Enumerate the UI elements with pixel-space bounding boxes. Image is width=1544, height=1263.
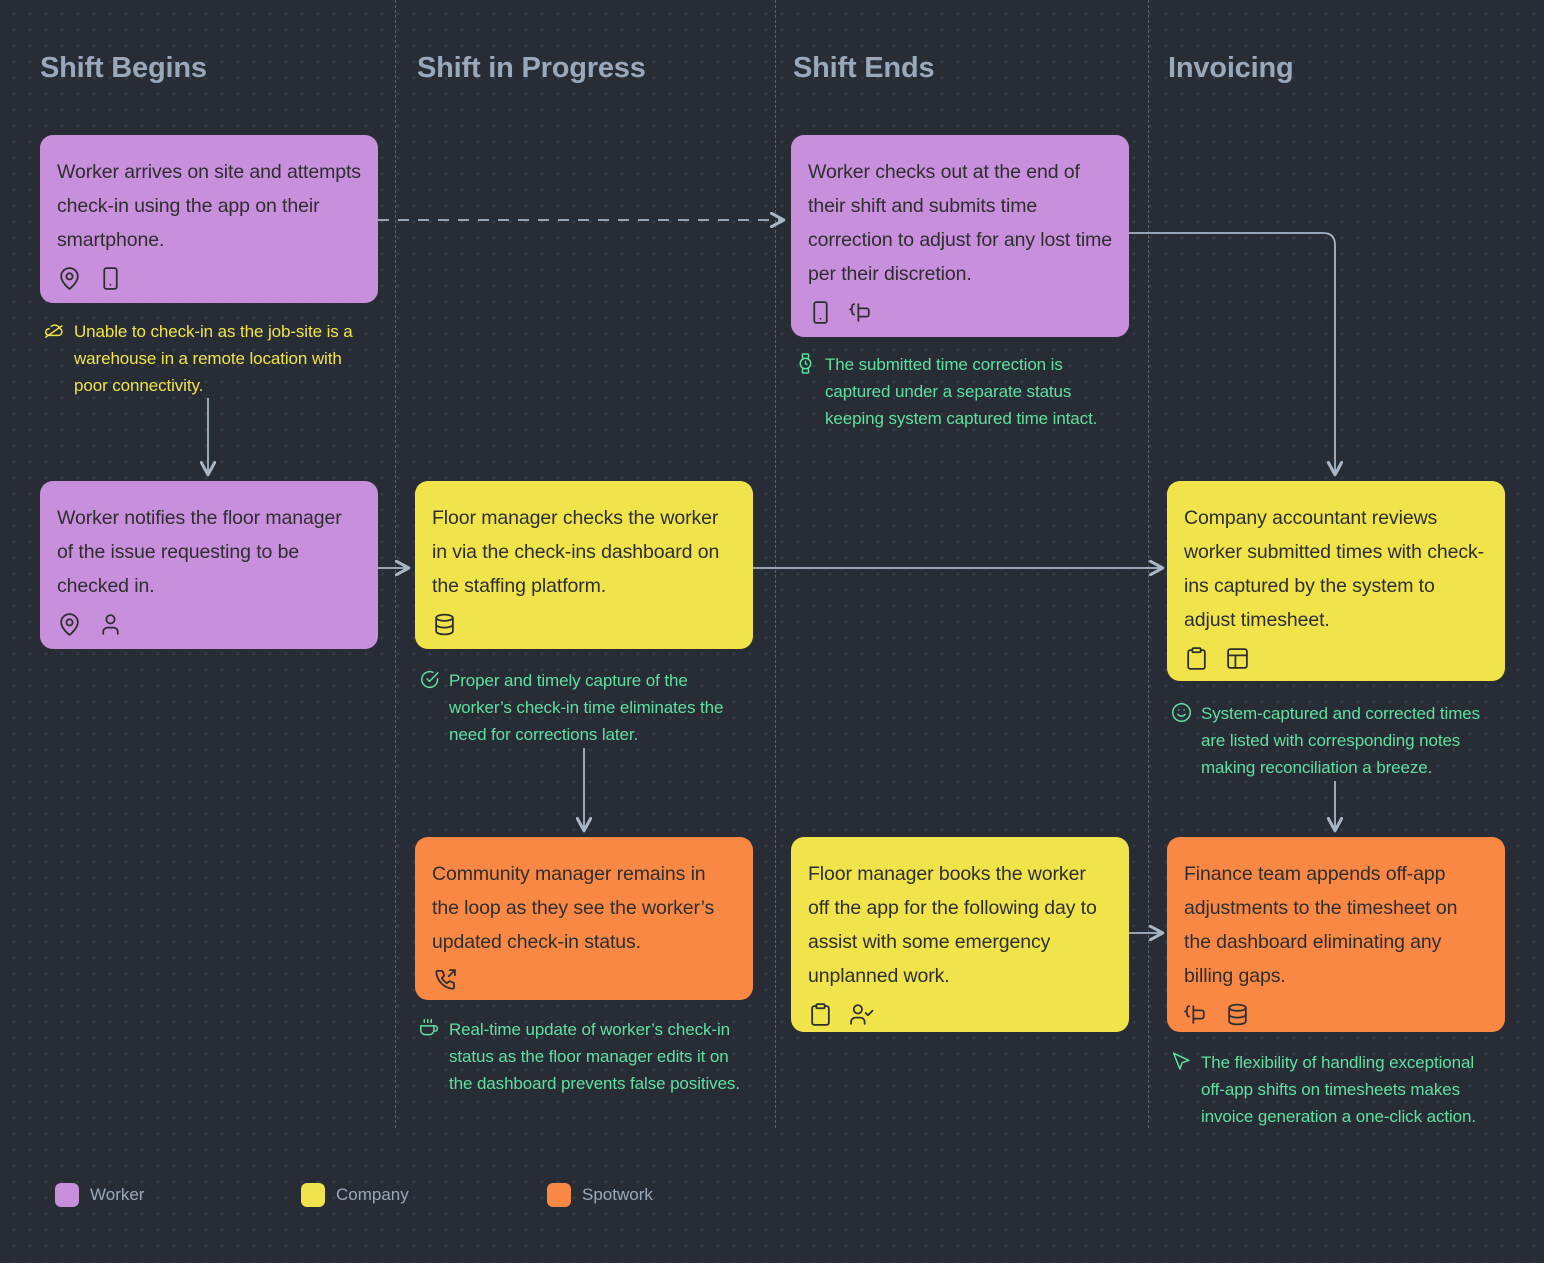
smile-icon: [1171, 702, 1192, 723]
column-divider-3: [1148, 0, 1149, 1128]
smartphone-icon: [808, 300, 833, 325]
clipboard-icon: [1184, 646, 1209, 671]
card-icon-row: [432, 968, 736, 993]
map-pin-icon: [57, 612, 82, 637]
card-text: Community manager remains in the loop as…: [432, 863, 715, 953]
card-icon-row: [57, 612, 361, 637]
annotation-one-click-invoice: The flexibility of handling exceptional …: [1171, 1049, 1501, 1130]
card-worker-arrives[interactable]: Worker arrives on site and attempts chec…: [40, 135, 378, 303]
check-circle-icon: [419, 669, 440, 690]
clipboard-icon: [808, 1002, 833, 1027]
legend-label: Worker: [90, 1185, 145, 1204]
connector-checkout-to-accountant: [1126, 232, 1335, 474]
legend-label: Company: [336, 1185, 409, 1204]
text-cursor-input-icon: [1184, 1002, 1209, 1027]
mouse-pointer-icon: [1171, 1051, 1192, 1072]
card-text: Worker notifies the floor manager of the…: [57, 507, 342, 597]
card-text: Worker checks out at the end of their sh…: [808, 161, 1113, 285]
column-title-shift-in-progress: Shift in Progress: [417, 52, 646, 84]
card-community-manager-loop[interactable]: Community manager remains in the loop as…: [415, 837, 753, 1000]
card-text: Floor manager checks the worker in via t…: [432, 507, 720, 597]
legend-label: Spotwork: [582, 1185, 653, 1204]
annotation-text: The flexibility of handling exceptional …: [1201, 1053, 1476, 1126]
card-icon-row: [57, 266, 361, 291]
column-title-shift-begins: Shift Begins: [40, 52, 207, 84]
card-icon-row: [1184, 646, 1488, 671]
text-cursor-input-icon: [849, 300, 874, 325]
annotation-text: Proper and timely capture of the worker’…: [449, 671, 724, 744]
card-text: Finance team appends off-app adjustments…: [1184, 863, 1458, 987]
user-icon: [98, 612, 123, 637]
watch-icon: [795, 353, 816, 374]
column-divider-1: [395, 0, 396, 1128]
coffee-icon: [419, 1018, 440, 1039]
cloud-off-icon: [44, 320, 65, 341]
card-text: Company accountant reviews worker submit…: [1184, 507, 1485, 631]
user-check-icon: [849, 1002, 874, 1027]
annotation-real-time-update: Real-time update of worker’s check-in st…: [419, 1016, 754, 1097]
legend-item-worker: Worker: [55, 1183, 301, 1207]
card-worker-notifies[interactable]: Worker notifies the floor manager of the…: [40, 481, 378, 649]
annotation-separate-status: The submitted time correction is capture…: [795, 351, 1120, 432]
legend-item-company: Company: [301, 1183, 547, 1207]
map-pin-icon: [57, 266, 82, 291]
database-icon: [432, 612, 457, 637]
annotation-text: Unable to check-in as the job-site is a …: [74, 322, 353, 395]
legend: Worker Company Spotwork: [55, 1183, 793, 1207]
database-icon: [1225, 1002, 1250, 1027]
annotation-text: The submitted time correction is capture…: [825, 355, 1098, 428]
annotation-text: Real-time update of worker’s check-in st…: [449, 1020, 740, 1093]
smartphone-icon: [98, 266, 123, 291]
column-divider-2: [775, 0, 776, 1128]
card-icon-row: [808, 300, 1112, 325]
card-company-accountant-reviews[interactable]: Company accountant reviews worker submit…: [1167, 481, 1505, 681]
card-icon-row: [1184, 1002, 1488, 1027]
annotation-reconciliation-breeze: System-captured and corrected times are …: [1171, 700, 1501, 781]
phone-outgoing-icon: [432, 968, 457, 993]
annotation-proper-capture: Proper and timely capture of the worker’…: [419, 667, 749, 748]
column-title-invoicing: Invoicing: [1168, 52, 1294, 84]
card-icon-row: [432, 612, 736, 637]
legend-swatch-spotwork: [547, 1183, 571, 1207]
card-floor-manager-checks-in[interactable]: Floor manager checks the worker in via t…: [415, 481, 753, 649]
card-text: Floor manager books the worker off the a…: [808, 863, 1097, 987]
column-title-shift-ends: Shift Ends: [793, 52, 935, 84]
legend-swatch-company: [301, 1183, 325, 1207]
card-text: Worker arrives on site and attempts chec…: [57, 161, 361, 251]
legend-item-spotwork: Spotwork: [547, 1183, 793, 1207]
table-icon: [1225, 646, 1250, 671]
annotation-text: System-captured and corrected times are …: [1201, 704, 1481, 777]
annotation-no-connectivity: Unable to check-in as the job-site is a …: [44, 318, 374, 399]
legend-swatch-worker: [55, 1183, 79, 1207]
card-worker-checks-out[interactable]: Worker checks out at the end of their sh…: [791, 135, 1129, 337]
card-floor-manager-books-off[interactable]: Floor manager books the worker off the a…: [791, 837, 1129, 1032]
card-finance-team-appends[interactable]: Finance team appends off-app adjustments…: [1167, 837, 1505, 1032]
card-icon-row: [808, 1002, 1112, 1027]
